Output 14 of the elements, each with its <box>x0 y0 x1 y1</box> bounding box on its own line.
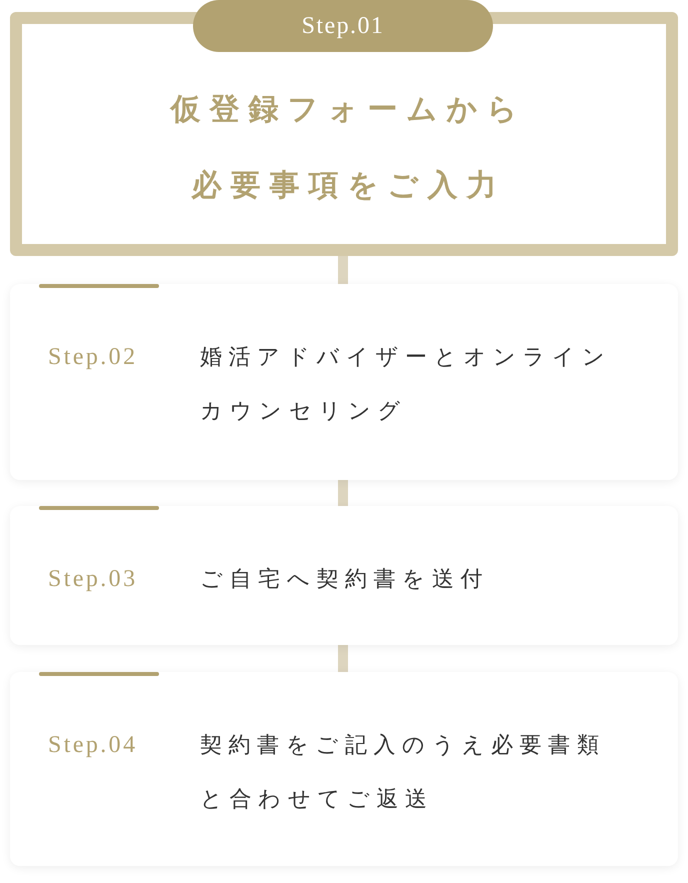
step-number: Step.04 <box>48 731 138 760</box>
step-number: Step.03 <box>48 565 138 594</box>
step-description: ご自宅へ契約書を送付 <box>200 565 490 593</box>
step-card <box>10 672 678 866</box>
step-description: 婚活アドバイザーとオンラインカウンセリング <box>200 343 612 425</box>
connector <box>338 480 348 506</box>
step-badge: Step.01 <box>193 0 493 52</box>
step-number: Step.02 <box>48 343 138 372</box>
connector <box>338 256 348 284</box>
step-title: 仮登録フォームから必要事項をご入力 <box>168 92 528 204</box>
connector <box>338 645 348 672</box>
step-description: 契約書をご記入のうえ必要書類と合わせてご返送 <box>200 731 606 813</box>
step-card <box>10 284 678 480</box>
step-card <box>10 506 678 645</box>
